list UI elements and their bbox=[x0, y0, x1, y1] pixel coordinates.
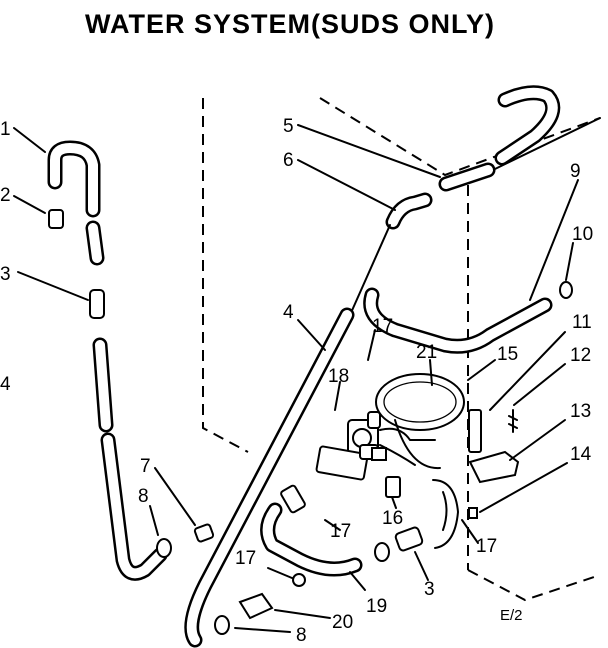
hose-bracket bbox=[375, 373, 465, 470]
diagram-title: WATER SYSTEM(SUDS ONLY) bbox=[85, 9, 495, 39]
callout-3-left: 3 bbox=[0, 264, 11, 285]
upper-hose-assembly bbox=[349, 85, 561, 316]
callout-3-bottom: 3 bbox=[424, 579, 435, 600]
page-code: E/2 bbox=[500, 607, 523, 624]
callout-10: 10 bbox=[572, 224, 593, 245]
callout-17-c: 17 bbox=[476, 536, 497, 557]
clamp-ring-part bbox=[156, 538, 172, 558]
callout-6: 6 bbox=[283, 150, 294, 171]
callout-5: 5 bbox=[283, 116, 294, 137]
callout-13: 13 bbox=[570, 401, 591, 422]
clamp-10-part bbox=[559, 281, 573, 299]
callout-20: 20 bbox=[332, 612, 353, 633]
callout-17-a: 17 bbox=[372, 316, 393, 337]
callout-labels: 1 2 3 4 5 6 4 9 10 11 12 13 14 15 16 17 … bbox=[0, 116, 593, 646]
callout-12: 12 bbox=[570, 345, 591, 366]
callout-7: 7 bbox=[140, 456, 151, 477]
connector-part bbox=[89, 289, 105, 319]
callout-17-b: 17 bbox=[330, 521, 351, 542]
callout-8-bottom: 8 bbox=[296, 625, 307, 646]
long-hose bbox=[184, 307, 355, 648]
inlet-assembly bbox=[468, 409, 520, 519]
callout-2: 2 bbox=[0, 185, 11, 206]
callout-19: 19 bbox=[366, 596, 387, 617]
callout-4-left: 4 bbox=[0, 374, 11, 395]
callout-9: 9 bbox=[570, 161, 581, 182]
callout-18: 18 bbox=[328, 366, 349, 387]
small-parts bbox=[193, 476, 459, 635]
callout-4-mid: 4 bbox=[283, 302, 294, 323]
drain-hose bbox=[260, 502, 424, 577]
callout-8-left: 8 bbox=[138, 486, 149, 507]
left-hose-assembly bbox=[47, 140, 172, 581]
callout-17-d: 17 bbox=[235, 548, 256, 569]
callout-1: 1 bbox=[0, 119, 11, 140]
callout-16: 16 bbox=[382, 508, 403, 529]
callout-14: 14 bbox=[570, 444, 592, 465]
callout-15: 15 bbox=[497, 344, 518, 365]
leader-lines bbox=[13, 124, 579, 633]
callout-21: 21 bbox=[416, 342, 437, 363]
callout-11: 11 bbox=[572, 312, 592, 333]
clamp-part bbox=[48, 209, 64, 229]
fill-hose bbox=[363, 281, 573, 354]
